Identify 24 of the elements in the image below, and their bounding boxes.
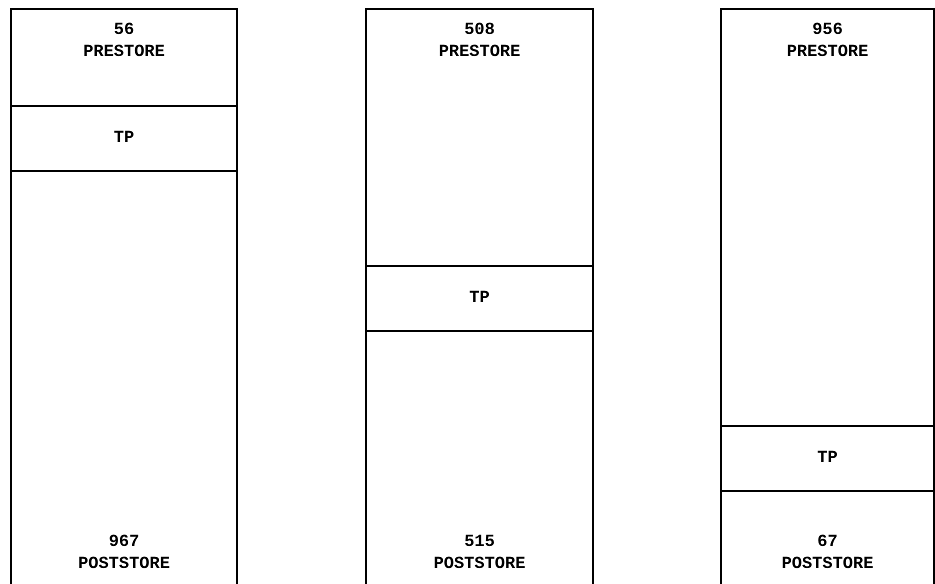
reference-number: 967 (108, 532, 140, 554)
region-label: PRESTORE (786, 42, 868, 64)
region-label: TP (469, 288, 490, 310)
reference-number: 67 (817, 532, 838, 554)
memory-region-box (10, 170, 238, 584)
memory-region-box (10, 105, 238, 172)
memory-region-box (365, 265, 594, 332)
memory-region-box (720, 425, 935, 492)
region-label: TP (817, 448, 838, 470)
region-label: TP (114, 128, 134, 150)
memory-region-box (720, 490, 935, 584)
region-label: POSTSTORE (434, 554, 526, 576)
memory-region-box (365, 8, 594, 267)
reference-number: 956 (812, 20, 843, 42)
region-label: PRESTORE (83, 42, 165, 64)
region-label: POSTSTORE (78, 554, 170, 576)
memory-region-box (720, 8, 935, 427)
memory-region-box (365, 330, 594, 584)
reference-number: 515 (464, 532, 495, 554)
reference-number: 56 (114, 20, 134, 42)
region-label: POSTSTORE (782, 554, 874, 576)
region-label: PRESTORE (438, 42, 520, 64)
memory-region-box (10, 8, 238, 107)
reference-number: 508 (464, 20, 495, 42)
